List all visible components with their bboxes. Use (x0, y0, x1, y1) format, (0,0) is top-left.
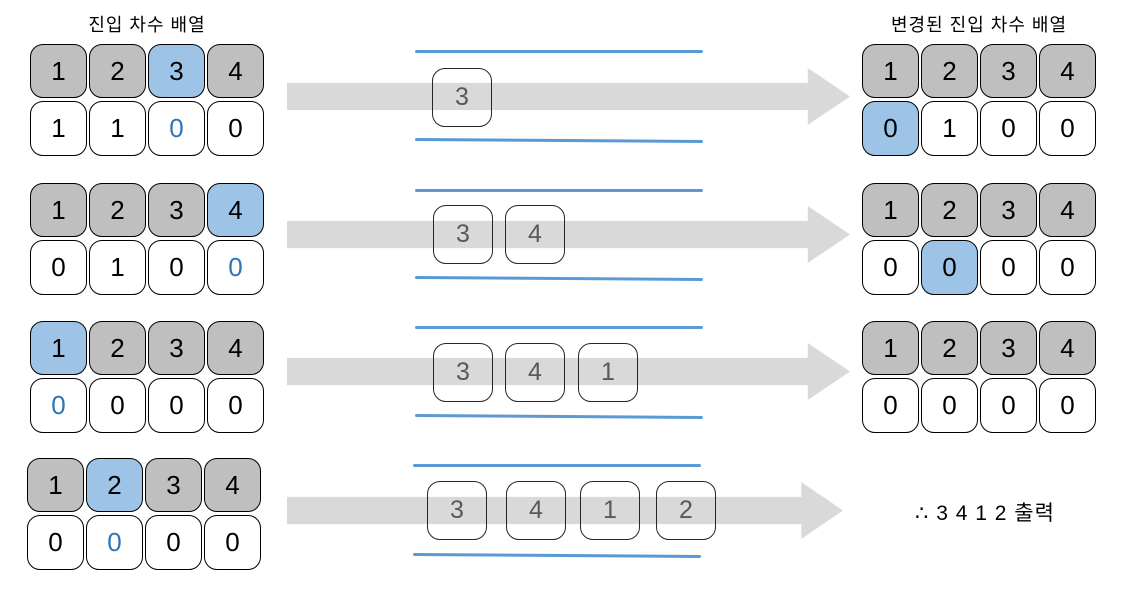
indegree-cell: 1 (89, 240, 146, 295)
node-cell: 3 (980, 183, 1037, 237)
queue-bottom-line (414, 414, 704, 420)
indegree-cell: 0 (27, 515, 84, 570)
node-cell: 2 (89, 321, 146, 375)
node-cell-highlighted: 1 (30, 321, 87, 375)
node-cell: 2 (921, 321, 978, 375)
changed-indegree-array-step3: 1 2 3 4 0 0 0 0 (862, 321, 1096, 433)
queue-item: 2 (656, 481, 716, 540)
node-cell: 3 (980, 321, 1037, 375)
node-cell: 1 (27, 458, 84, 512)
arrow-right-icon (287, 68, 850, 125)
indegree-cell: 1 (89, 101, 146, 156)
indegree-cell-updated: 0 (148, 101, 205, 156)
indegree-cell-highlighted: 0 (862, 101, 919, 156)
node-cell: 1 (30, 44, 87, 98)
queue-bottom-line (414, 276, 704, 282)
queue-item: 4 (506, 481, 566, 540)
queue-bottom-line (412, 553, 702, 559)
indegree-array-step4: 1 2 3 4 0 0 0 0 (27, 458, 261, 570)
arrow-right-icon (287, 343, 850, 400)
indegree-cell: 0 (1039, 240, 1096, 295)
right-array-title: 변경된 진입 차수 배열 (890, 15, 1068, 35)
indegree-cell: 1 (921, 101, 978, 156)
queue-bottom-line (414, 138, 704, 144)
queue-item: 4 (505, 205, 565, 264)
queue-top-line (415, 326, 703, 329)
changed-indegree-array-step2: 1 2 3 4 0 0 0 0 (862, 183, 1096, 295)
indegree-cell: 0 (862, 378, 919, 433)
indegree-cell: 0 (148, 240, 205, 295)
node-cell: 3 (148, 321, 205, 375)
indegree-cell-updated: 0 (207, 240, 264, 295)
indegree-cell: 0 (89, 378, 146, 433)
indegree-cell: 0 (1039, 101, 1096, 156)
node-cell: 4 (207, 321, 264, 375)
indegree-cell: 0 (980, 378, 1037, 433)
indegree-array-step3: 1 2 3 4 0 0 0 0 (30, 321, 264, 433)
queue-item: 1 (578, 343, 638, 402)
node-cell: 1 (30, 183, 87, 237)
indegree-cell-highlighted: 0 (921, 240, 978, 295)
indegree-cell: 0 (145, 515, 202, 570)
node-cell: 1 (862, 321, 919, 375)
node-cell-highlighted: 3 (148, 44, 205, 98)
node-cell: 4 (1039, 44, 1096, 98)
indegree-cell: 0 (921, 378, 978, 433)
node-cell: 4 (1039, 321, 1096, 375)
queue-item: 3 (433, 343, 493, 402)
indegree-cell: 0 (30, 240, 87, 295)
queue-item: 3 (427, 481, 487, 540)
arrow-right-icon (287, 206, 850, 263)
indegree-array-step1: 1 2 3 4 1 1 0 0 (30, 44, 264, 156)
final-output-text: ∴ 3 4 1 2 출력 (915, 502, 1055, 525)
indegree-cell-updated: 0 (86, 515, 143, 570)
queue-top-line (415, 189, 703, 192)
indegree-cell: 0 (207, 378, 264, 433)
node-cell: 4 (204, 458, 261, 512)
indegree-cell: 0 (980, 240, 1037, 295)
queue-item: 3 (433, 205, 493, 264)
indegree-cell: 0 (862, 240, 919, 295)
queue-top-line (413, 464, 701, 467)
queue-item: 1 (580, 481, 640, 540)
indegree-cell: 0 (980, 101, 1037, 156)
node-cell: 2 (89, 44, 146, 98)
queue-item: 3 (432, 68, 492, 127)
node-cell: 4 (1039, 183, 1096, 237)
indegree-cell: 0 (207, 101, 264, 156)
node-cell: 1 (862, 183, 919, 237)
indegree-cell: 0 (148, 378, 205, 433)
queue-item: 4 (505, 343, 565, 402)
node-cell-highlighted: 4 (207, 183, 264, 237)
node-cell: 3 (145, 458, 202, 512)
node-cell: 2 (89, 183, 146, 237)
node-cell: 4 (207, 44, 264, 98)
indegree-cell-updated: 0 (30, 378, 87, 433)
indegree-cell: 0 (204, 515, 261, 570)
node-cell: 1 (862, 44, 919, 98)
indegree-array-step2: 1 2 3 4 0 1 0 0 (30, 183, 264, 295)
node-cell: 2 (921, 183, 978, 237)
node-cell: 2 (921, 44, 978, 98)
queue-top-line (415, 50, 703, 53)
node-cell-highlighted: 2 (86, 458, 143, 512)
node-cell: 3 (980, 44, 1037, 98)
node-cell: 3 (148, 183, 205, 237)
indegree-cell: 1 (30, 101, 87, 156)
changed-indegree-array-step1: 1 2 3 4 0 1 0 0 (862, 44, 1096, 156)
left-array-title: 진입 차수 배열 (88, 15, 206, 35)
indegree-cell: 0 (1039, 378, 1096, 433)
